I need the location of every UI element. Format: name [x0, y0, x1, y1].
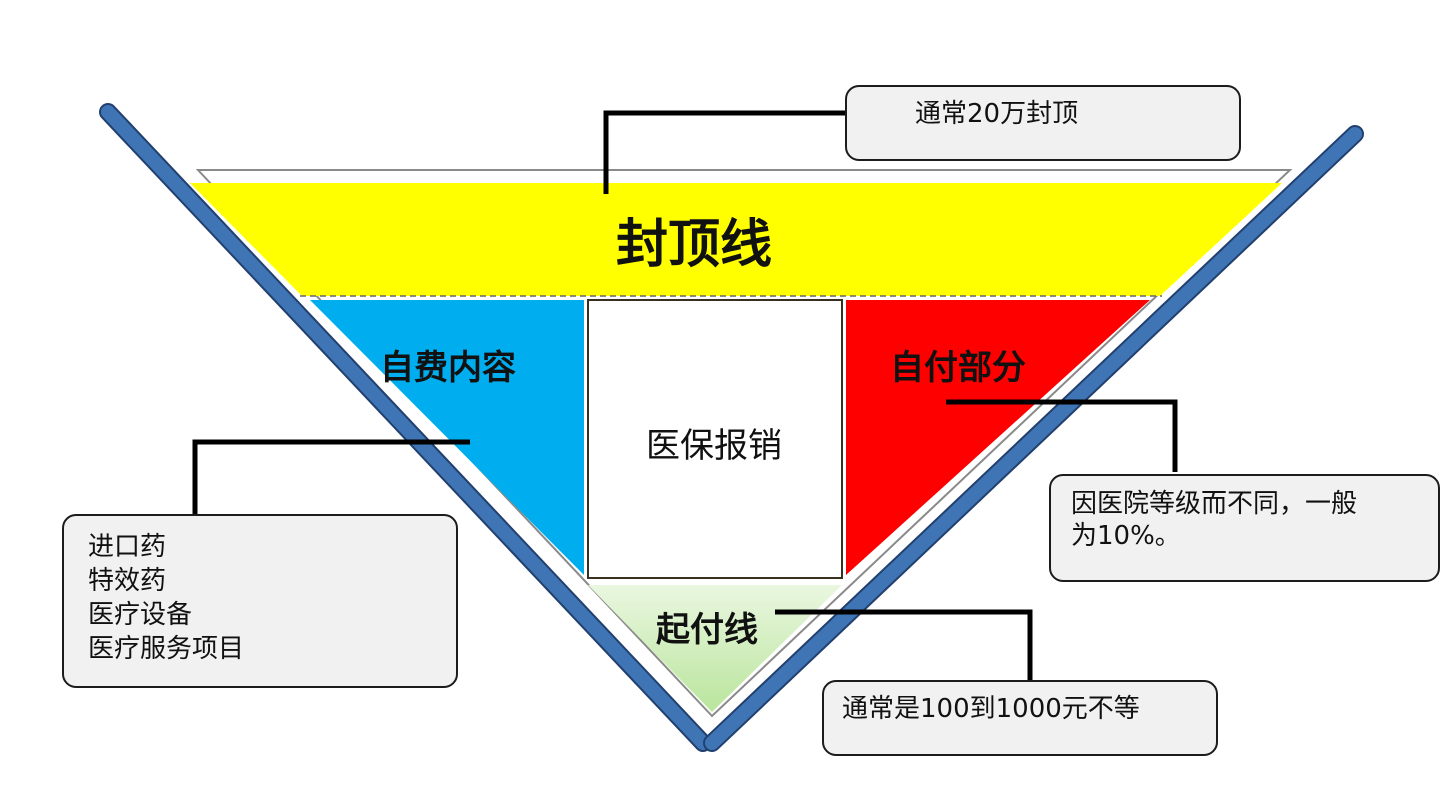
self-pay-part-connector-line: [946, 399, 1178, 472]
self-pay-items-callout: 进口药 特效药 医疗设备 医疗服务项目: [62, 514, 458, 688]
self-pay-part-label: 自付部分: [890, 348, 1026, 388]
deductible-note-callout: 通常是100到1000元不等: [822, 680, 1218, 756]
funnel-left-side: [99, 103, 712, 752]
self-pay-part-region: [846, 300, 1150, 575]
cap-connector-line: [603, 110, 846, 194]
deductible-note-text: 通常是100到1000元不等: [842, 694, 1140, 724]
deductible-label: 起付线: [656, 610, 758, 650]
cap-line-label: 封顶线: [616, 215, 773, 275]
funnel-right-side: [703, 125, 1364, 752]
self-pay-content-connector-line: [192, 439, 470, 515]
insurance-reimbursement-label: 医保报销: [646, 426, 782, 466]
ratio-note-line: 为10%。: [1071, 521, 1181, 551]
self-pay-item: 医疗设备: [88, 600, 193, 630]
self-pay-item: 特效药: [88, 566, 167, 596]
self-pay-content-region: [310, 300, 584, 575]
insurance-reimbursement-region: [587, 299, 843, 579]
cap-band: [190, 183, 1282, 296]
cap-note-text: 通常20万封顶: [915, 99, 1079, 129]
deductible-connector-line: [775, 609, 1033, 680]
ratio-note-callout: 因医院等级而不同，一般 为10%。: [1049, 474, 1440, 582]
ratio-note-line: 因医院等级而不同，一般: [1071, 489, 1358, 519]
self-pay-item: 进口药: [88, 532, 167, 562]
self-pay-content-label: 自费内容: [380, 348, 516, 388]
deductible-region: [588, 585, 842, 712]
self-pay-item: 医疗服务项目: [88, 634, 245, 664]
cap-note-callout: 通常20万封顶: [845, 85, 1241, 161]
